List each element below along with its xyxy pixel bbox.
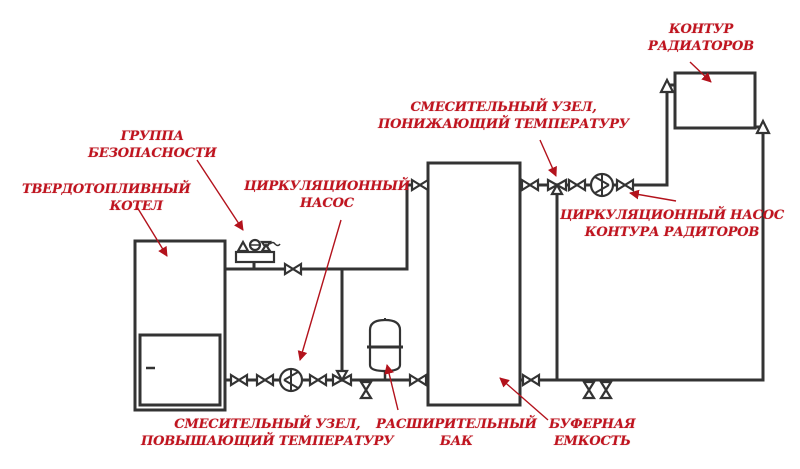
drain-valve-icon [359,380,373,400]
expansion-tank-icon [367,318,403,380]
safety-group-icon [234,238,281,264]
arrow-expansion-tank [384,364,399,411]
three-way-valve-lowering-icon [546,178,568,196]
valve-icon [520,178,540,192]
label-safety-group: ГРУППА БЕЗОПАСНОСТИ [88,129,217,161]
arrow-mixing-lowering [539,139,557,177]
valve-icon [408,373,428,387]
arrow-safety-group [196,159,244,231]
label-radiator-pump: ЦИРКУЛЯЦИОННЫЙ НАСОС КОНТУРА РАДИТОРОВ [560,208,785,240]
label-expansion-tank: РАСШИРИТЕЛЬНЫЙ БАК [376,417,537,449]
valve-icon [308,373,328,387]
valve-icon [255,373,275,387]
three-way-valve-raising-icon [331,369,353,387]
label-mixing-unit-lowering: СМЕСИТЕЛЬНЫЙ УЗЕЛ, ПОНИЖАЮЩИЙ ТЕМПЕРАТУР… [378,100,630,132]
drain-valve-icon [582,380,596,400]
valve-icon [410,178,430,192]
valve-icon [283,262,303,276]
annotation-arrows [136,61,712,421]
arrow-buffer-tank [499,377,549,421]
boiler-circulation-pump-icon [278,367,304,393]
solid-fuel-boiler [133,239,227,412]
label-circulation-pump: ЦИРКУЛЯЦИОННЫЙ НАСОС [244,179,410,211]
arrow-boiler [136,206,168,257]
label-buffer-tank: БУФЕРНАЯ ЕМКОСТЬ [549,417,636,449]
arrow-circulation-pump [297,219,342,361]
drain-valve-icon [599,380,613,400]
radiator [673,71,757,130]
arrow-radiator-pump [629,189,677,202]
radiator-valve-icon [659,77,771,135]
arrow-radiator-circuit [689,61,712,83]
buffer-tank [426,161,522,407]
valve-icon [567,178,587,192]
label-radiator-circuit: КОНТУР РАДИАТОРОВ [648,22,754,54]
valve-icon [521,373,541,387]
label-boiler: ТВЕРДОТОПЛИВНЫЙ КОТЕЛ [22,182,191,214]
label-mixing-unit-raising: СМЕСИТЕЛЬНЫЙ УЗЕЛ, ПОВЫШАЮЩИЙ ТЕМПЕРАТУР… [141,417,394,449]
valves [229,178,635,400]
radiator-circulation-pump-icon [589,172,615,198]
valve-icon [229,373,249,387]
valve-icon [615,178,635,192]
